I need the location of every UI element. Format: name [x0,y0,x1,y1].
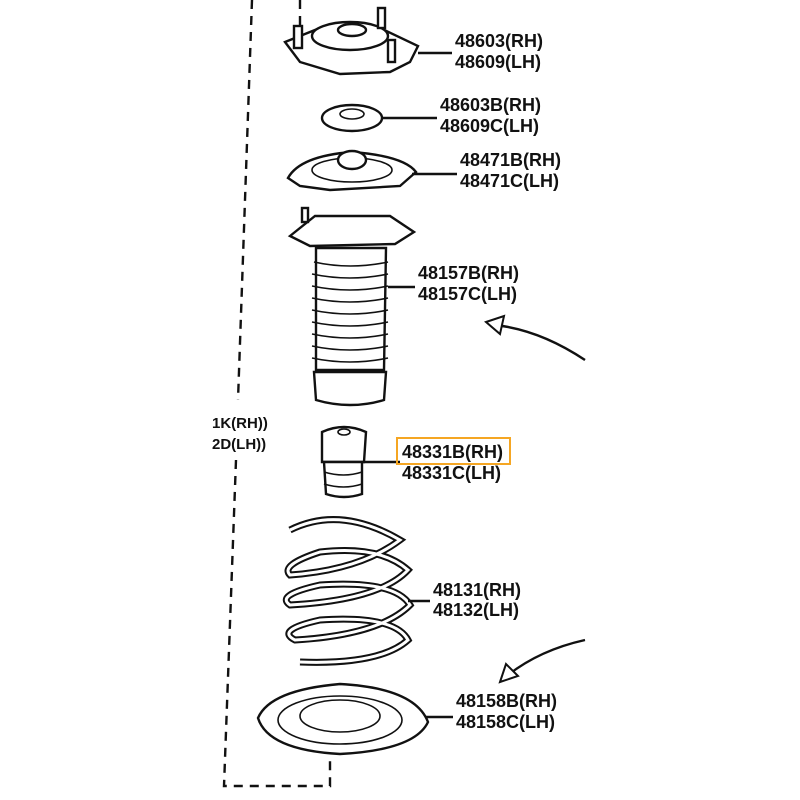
strut-mount-drawing [283,6,420,76]
assembly-number-rh[interactable]: 1K(RH)) [212,415,268,432]
part-number-lh[interactable]: 48331C(LH) [402,463,501,483]
part-label-upper-spring-seat[interactable]: 48471B(RH) 48471C(LH) [460,150,561,191]
direction-arrow-lower [498,638,586,684]
part-number-lh[interactable]: 48158C(LH) [456,712,555,732]
part-label-coil-spring[interactable]: 48131(RH) 48132(LH) [433,580,521,620]
part-number-lh[interactable]: 48609C(LH) [440,116,539,136]
dust-boot-drawing [287,206,417,407]
part-label-dust-boot[interactable]: 48157B(RH) 48157C(LH) [418,263,519,304]
part-number-rh[interactable]: 48471B(RH) [460,150,561,170]
part-number-rh[interactable]: 48158B(RH) [456,691,557,711]
highlight-box [396,437,511,465]
coil-spring-inner [284,518,412,664]
assembly-dashed-outline [222,0,332,788]
part-number-lh[interactable]: 48471C(LH) [460,171,559,191]
part-label-bump-stop[interactable]: 48331B(RH) 48331C(LH) [402,442,503,483]
bearing-drawing [320,103,384,133]
part-number-rh[interactable]: 48603B(RH) [440,95,541,115]
lower-insulator-drawing [256,682,430,756]
part-label-bearing[interactable]: 48603B(RH) 48609C(LH) [440,95,541,136]
assembly-number-lh[interactable]: 2D(LH)) [212,436,266,453]
part-number-rh[interactable]: 48603(RH) [455,31,543,51]
part-number-rh[interactable]: 48331B(RH) [402,442,503,462]
upper-spring-seat-drawing [286,149,418,192]
assembly-reference-label[interactable]: 1K(RH)) 2D(LH)) [212,415,268,453]
part-number-lh[interactable]: 48609(LH) [455,52,541,72]
part-label-lower-insulator[interactable]: 48158B(RH) 48158C(LH) [456,691,557,732]
part-number-lh[interactable]: 48132(LH) [433,600,519,620]
bump-stop-drawing [320,425,368,499]
part-label-strut-mount[interactable]: 48603(RH) 48609(LH) [455,31,543,72]
direction-arrow-upper [484,314,586,361]
part-number-rh[interactable]: 48157B(RH) [418,263,519,283]
part-number-lh[interactable]: 48157C(LH) [418,284,517,304]
part-number-rh[interactable]: 48131(RH) [433,580,521,600]
